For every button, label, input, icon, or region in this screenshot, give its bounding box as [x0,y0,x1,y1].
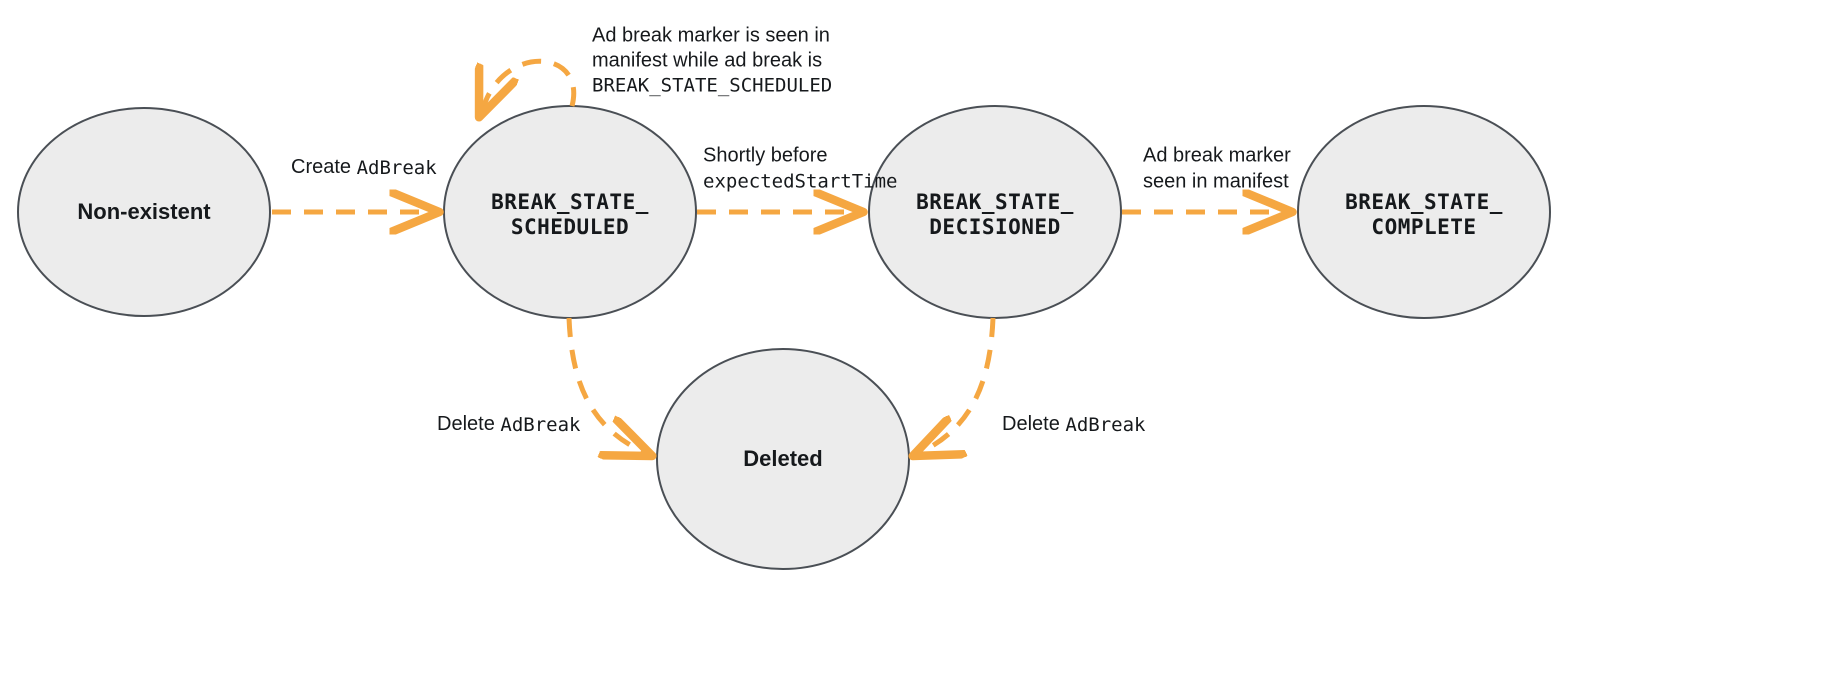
edge-label-line2: expectedStartTime [703,171,897,193]
edge-label-part-mono: AdBreak [500,414,581,436]
edge-label-line2: manifest while ad break is [592,49,822,71]
edge-label-part-mono: AdBreak [357,157,438,179]
edge-label-text: Delete AdBreak [1002,413,1146,435]
edge-label-shortly-before-expected-start-time: Shortly before expectedStartTime [703,144,897,192]
node-label: Non-existent [77,199,211,224]
node-shape [1297,105,1551,319]
edge-path [480,58,577,115]
edge-label-part-sans: Create [291,156,357,178]
edge-self-loop-marker-seen [480,58,577,115]
edge-label-part-mono: AdBreak [1065,414,1146,436]
edge-label-self-loop-marker-seen: Ad break marker is seen in manifest whil… [592,24,832,96]
node-break-state-complete[interactable]: BREAK_STATE_ COMPLETE [1297,105,1551,319]
edge-path [915,317,996,455]
node-label: Deleted [743,446,822,471]
node-shape [17,107,271,317]
edge-label-line3: BREAK_STATE_SCHEDULED [592,75,832,97]
node-non-existent[interactable]: Non-existent [17,107,271,317]
node-label-line1: BREAK_STATE_ [491,190,649,214]
edge-delete-adbreak-from-decisioned [915,317,996,455]
edge-label-line2: seen in manifest [1143,170,1289,192]
node-label-line2: SCHEDULED [511,215,629,239]
edge-label-part-sans: Delete [437,413,500,435]
edge-delete-adbreak-from-scheduled [566,317,650,455]
node-label-line1: BREAK_STATE_ [916,190,1074,214]
node-label-line2: COMPLETE [1371,215,1476,239]
edge-label-delete-adbreak-from-scheduled: Delete AdBreak [437,413,581,435]
edge-path [566,317,650,455]
edge-label-ad-break-marker-seen-in-manifest: Ad break marker seen in manifest [1143,144,1291,192]
edge-label-part-sans: Delete [1002,413,1065,435]
node-label-line1: BREAK_STATE_ [1345,190,1503,214]
edge-label-text: Delete AdBreak [437,413,581,435]
edge-label-line1: Ad break marker [1143,144,1291,166]
edge-label-line1: Shortly before [703,144,828,166]
edge-label-text: Create AdBreak [291,156,437,178]
edge-label-create-adbreak: Create AdBreak [291,156,437,178]
node-break-state-decisioned[interactable]: BREAK_STATE_ DECISIONED [868,105,1122,319]
node-label-line2: DECISIONED [929,215,1060,239]
node-deleted[interactable]: Deleted [656,348,910,570]
edge-label-delete-adbreak-from-decisioned: Delete AdBreak [1002,413,1146,435]
edge-label-line1: Ad break marker is seen in [592,24,830,46]
node-break-state-scheduled[interactable]: BREAK_STATE_ SCHEDULED [443,105,697,319]
node-shape [868,105,1122,319]
